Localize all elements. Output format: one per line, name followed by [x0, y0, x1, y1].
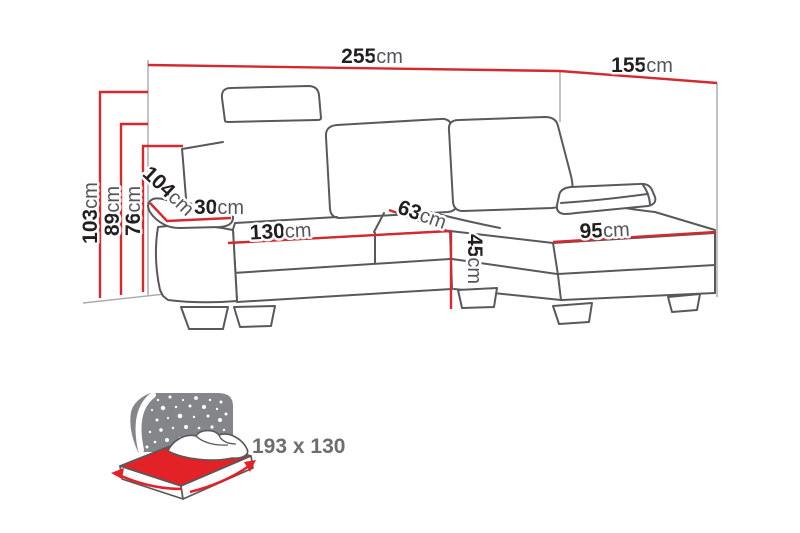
dimension-labels: 255cm 155cm 103cm 89cm 76cm 104cm 30cm 1…	[77, 43, 676, 287]
sleeping-function-icon: 193 x 130	[111, 392, 345, 500]
sofa-drawing	[147, 85, 716, 330]
chaise-left-seam	[451, 258, 558, 275]
unfold-arrow-right	[189, 464, 250, 494]
star-dot	[184, 425, 188, 429]
star-dot	[208, 398, 212, 402]
sofa-foot	[552, 302, 593, 325]
dim-line-103	[98, 90, 148, 298]
dim-line-89	[119, 122, 148, 295]
star-dot	[150, 408, 154, 412]
star-dot	[177, 413, 183, 419]
dim-line-255-155	[147, 63, 718, 85]
dimension-label-95: 95cm	[579, 218, 630, 244]
unfold-arrow-left	[118, 473, 183, 491]
seat-cushion-seam-top	[373, 212, 385, 233]
corner-seat-edge	[429, 211, 501, 229]
star-dot	[222, 428, 226, 432]
dimension-label-89: 89cm	[101, 186, 124, 236]
star-dot	[192, 415, 196, 419]
dim-line-130	[227, 229, 451, 245]
sofa-foot	[667, 293, 701, 313]
sofa-foot	[457, 287, 498, 309]
star-dot	[215, 407, 219, 411]
back-cushion-left	[324, 117, 459, 219]
unfold-arrow-left-head	[111, 468, 124, 479]
dimension-label-130: 130cm	[249, 218, 312, 244]
dimension-label-103: 103cm	[79, 182, 102, 244]
star-dot	[206, 414, 210, 418]
moon-crescent	[135, 392, 156, 453]
chaise-front-top-edge	[552, 232, 716, 294]
star-dot	[219, 400, 223, 404]
star-dot	[168, 395, 172, 399]
dim-line-76	[141, 144, 183, 292]
star-dot	[159, 428, 163, 432]
star-dot	[156, 398, 160, 402]
star-dot	[148, 430, 152, 434]
unfold-arrow-right-head	[244, 460, 256, 472]
dimension-label-45: 45cm	[463, 234, 486, 284]
back-cushion-right	[447, 116, 574, 212]
chaise-left-top-edge	[449, 230, 554, 244]
dimension-label-76: 76cm	[122, 186, 145, 236]
star-dot	[181, 398, 185, 402]
star-dot	[202, 405, 206, 409]
star-dot	[165, 438, 169, 442]
front-face-seam	[232, 258, 451, 274]
star-dot	[171, 426, 175, 430]
sofa-headrest	[220, 85, 322, 123]
sleeping-area-size: 193 x 130	[252, 435, 345, 458]
star-dot	[174, 405, 178, 409]
dim-line-95	[552, 230, 717, 244]
dim-line-63	[388, 208, 451, 234]
dim-line-104-30	[149, 202, 232, 223]
star-dot	[224, 412, 228, 416]
chaise-armrest-cushion-crease	[560, 184, 651, 205]
chaise-front-seam	[557, 264, 716, 275]
chaise-corner-edge	[552, 242, 562, 301]
star-dot	[218, 418, 222, 422]
sofa-foot	[180, 306, 229, 330]
star-dot	[210, 425, 214, 429]
base-bottom-edge	[236, 288, 453, 303]
star-dot	[153, 440, 157, 444]
dimension-label-30: 30cm	[194, 196, 244, 219]
star-dot	[145, 445, 149, 449]
star-dot	[155, 418, 159, 422]
star-dot	[197, 426, 201, 430]
dimension-label-155: 155cm	[611, 54, 673, 77]
dimension-lines	[98, 63, 718, 309]
star-dot	[166, 416, 170, 420]
sofa-foot	[233, 305, 276, 328]
armrest-body	[154, 224, 238, 304]
star-dot	[194, 396, 198, 400]
dimension-label-255: 255cm	[341, 45, 403, 68]
star-dot	[160, 405, 166, 411]
duvet-fold-lines	[195, 434, 237, 446]
star-dot	[188, 404, 192, 408]
duvet	[167, 429, 249, 461]
